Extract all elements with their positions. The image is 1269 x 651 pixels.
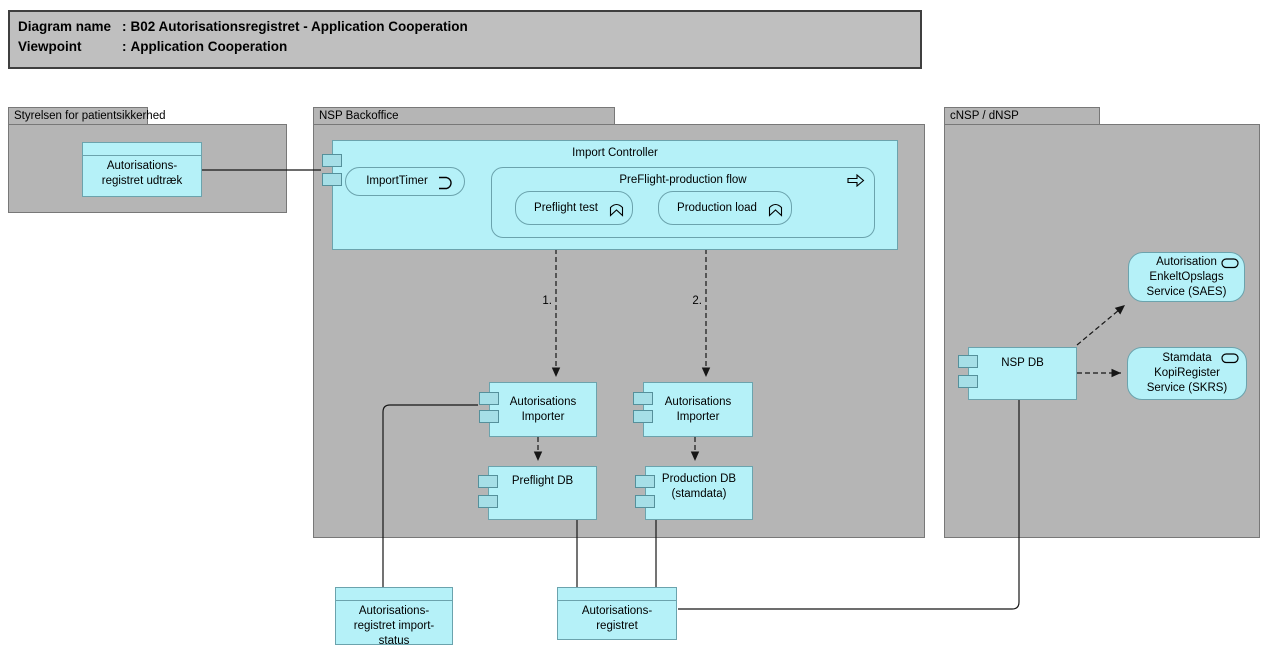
data-object-band [83, 143, 201, 156]
node-label: PreFlight-production flow [619, 174, 747, 186]
node-skrs-service[interactable]: Stamdata KopiRegister Service (SKRS) [1127, 347, 1247, 400]
component-port-icon [479, 410, 499, 423]
title-row-viewpoint: Viewpoint:Application Cooperation [18, 37, 920, 57]
service-interface-icon [1221, 258, 1239, 269]
node-preflight-db[interactable]: Preflight DB [478, 466, 597, 520]
edge-importer-to-import-status[interactable] [382, 404, 478, 587]
data-object-band [336, 588, 452, 601]
component-port-icon [479, 392, 499, 405]
title-label: Diagram name [18, 19, 112, 34]
group-tab-nsp-backoffice[interactable]: NSP Backoffice [313, 107, 615, 124]
component-port-icon [478, 475, 498, 488]
viewpoint-label: Viewpoint [18, 39, 82, 54]
group-tab-styrelsen[interactable]: Styrelsen for patientsikkerhed [8, 107, 166, 124]
edge-nsp-db-to-registret[interactable] [678, 400, 1020, 610]
node-label: Production DB (stamdata) [661, 473, 737, 500]
node-label: Autorisations- registret udtræk [101, 160, 183, 187]
node-production-load[interactable]: Production load [658, 191, 792, 225]
flow-order-label-1: 1. [542, 295, 552, 307]
component-port-icon [322, 173, 342, 186]
component-port-icon [635, 475, 655, 488]
function-icon [609, 203, 624, 217]
node-saes-service[interactable]: Autorisation EnkeltOpslags Service (SAES… [1128, 252, 1245, 302]
function-icon [768, 203, 783, 217]
data-object-band [558, 588, 676, 601]
group-label-nsp-backoffice: NSP Backoffice [319, 110, 399, 122]
edge-nsp-db-to-saes[interactable] [1076, 304, 1126, 346]
node-label: Autorisations- registret import- status [353, 605, 435, 647]
component-port-icon [958, 375, 978, 388]
component-port-icon [635, 495, 655, 508]
node-label: Autorisations Importer [664, 395, 732, 423]
process-arrow-icon [847, 174, 865, 187]
node-production-db[interactable]: Production DB (stamdata) [635, 466, 753, 520]
node-label: Autorisations- registret [581, 605, 653, 632]
node-autorisationsregistret[interactable]: Autorisations- registret [557, 587, 677, 640]
node-label: Stamdata KopiRegister Service (SKRS) [1146, 352, 1228, 394]
group-tab-cnsp[interactable]: cNSP / dNSP [944, 107, 1100, 124]
node-autorisationsregistret-udtraek[interactable]: Autorisations- registret udtræk [82, 142, 202, 197]
node-autorisations-importer-production[interactable]: Autorisations Importer [633, 382, 753, 437]
node-label: Autorisations Importer [509, 395, 577, 423]
event-icon [439, 176, 452, 190]
node-label: Preflight DB [511, 475, 574, 487]
node-nsp-db[interactable]: NSP DB [958, 347, 1077, 400]
viewpoint-value: Application Cooperation [130, 39, 288, 54]
group-body-cnsp[interactable] [944, 124, 1260, 538]
component-port-icon [478, 495, 498, 508]
node-label: Preflight test [534, 201, 598, 214]
title-row-diagram-name: Diagram name:B02 Autorisationsregistret … [18, 17, 920, 37]
title-block: Diagram name:B02 Autorisationsregistret … [8, 10, 922, 69]
node-autorisations-importer-preflight[interactable]: Autorisations Importer [479, 382, 597, 437]
node-preflight-test[interactable]: Preflight test [515, 191, 633, 225]
node-importtimer[interactable]: ImportTimer [345, 167, 465, 196]
node-label: Autorisation EnkeltOpslags Service (SAES… [1146, 256, 1227, 298]
component-port-icon [633, 410, 653, 423]
component-port-icon [958, 355, 978, 368]
component-port-icon [322, 154, 342, 167]
node-label: NSP DB [1001, 357, 1044, 369]
node-autorisationsregistret-import-status[interactable]: Autorisations- registret import- status [335, 587, 453, 647]
node-label: Import Controller [572, 147, 658, 159]
group-label-styrelsen: Styrelsen for patientsikkerhed [14, 110, 166, 122]
viewpoint-colon: : [122, 39, 127, 54]
node-label: Production load [677, 201, 757, 214]
service-interface-icon [1221, 353, 1239, 364]
group-label-cnsp: cNSP / dNSP [950, 110, 1019, 122]
title-colon: : [122, 19, 127, 34]
flow-order-label-2: 2. [692, 295, 702, 307]
component-port-icon [633, 392, 653, 405]
node-label: ImportTimer [366, 175, 428, 187]
diagram-name-value: B02 Autorisationsregistret - Application… [130, 19, 468, 34]
